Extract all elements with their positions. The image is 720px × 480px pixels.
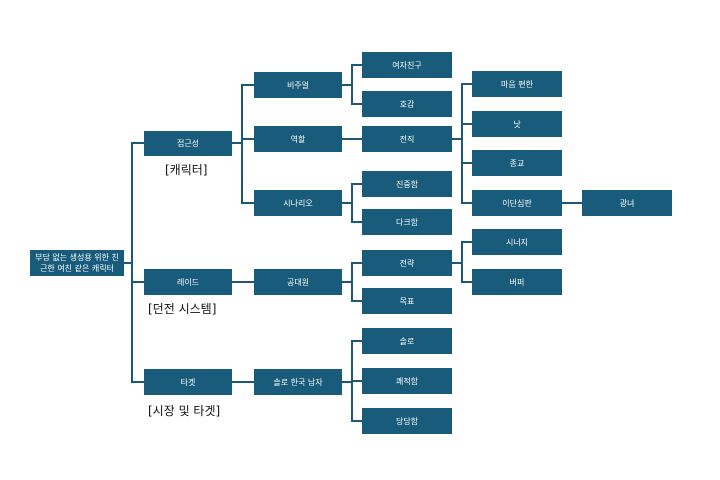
node-scythe[interactable]: 낫 <box>472 111 562 137</box>
node-religion[interactable]: 종교 <box>472 150 562 176</box>
node-raid-member[interactable]: 공대원 <box>254 269 342 295</box>
node-synergy[interactable]: 시너지 <box>472 229 562 255</box>
node-scenario[interactable]: 시나리오 <box>254 190 342 216</box>
caption-dungeon-system: [던전 시스템] <box>148 302 217 316</box>
node-solo[interactable]: 솔로 <box>362 328 452 354</box>
node-madwoman[interactable]: 광녀 <box>582 190 672 216</box>
node-buffer[interactable]: 버퍼 <box>472 269 562 295</box>
node-target[interactable]: 타겟 <box>144 369 232 395</box>
node-seriousness[interactable]: 진중함 <box>362 171 452 197</box>
caption-character: [캐릭터] <box>165 163 208 177</box>
node-role[interactable]: 역할 <box>254 126 342 152</box>
caption-market-and-target: [시장 및 타겟] <box>148 404 221 418</box>
node-darkness[interactable]: 다크함 <box>362 209 452 235</box>
node-affection[interactable]: 호감 <box>362 91 452 117</box>
node-confidence[interactable]: 당당함 <box>362 408 452 434</box>
node-goal[interactable]: 목표 <box>362 288 452 314</box>
node-job-change[interactable]: 전직 <box>362 126 452 152</box>
node-single-korean-man[interactable]: 솔로 한국 남자 <box>254 369 342 395</box>
node-girlfriend[interactable]: 여자친구 <box>362 52 452 78</box>
root-node[interactable]: 부담 없는 생성용 위한 친근한 여친 같은 캐릭터 <box>30 250 124 276</box>
node-comfort[interactable]: 쾌적함 <box>362 368 452 394</box>
node-accessibility[interactable]: 접근성 <box>144 131 232 156</box>
node-visual[interactable]: 비주얼 <box>254 72 342 98</box>
node-comfortable-mind[interactable]: 마음 편한 <box>472 71 562 97</box>
node-inquisition[interactable]: 이단심판 <box>472 190 562 216</box>
node-strategy[interactable]: 전략 <box>362 250 452 276</box>
node-raid[interactable]: 레이드 <box>144 269 232 295</box>
